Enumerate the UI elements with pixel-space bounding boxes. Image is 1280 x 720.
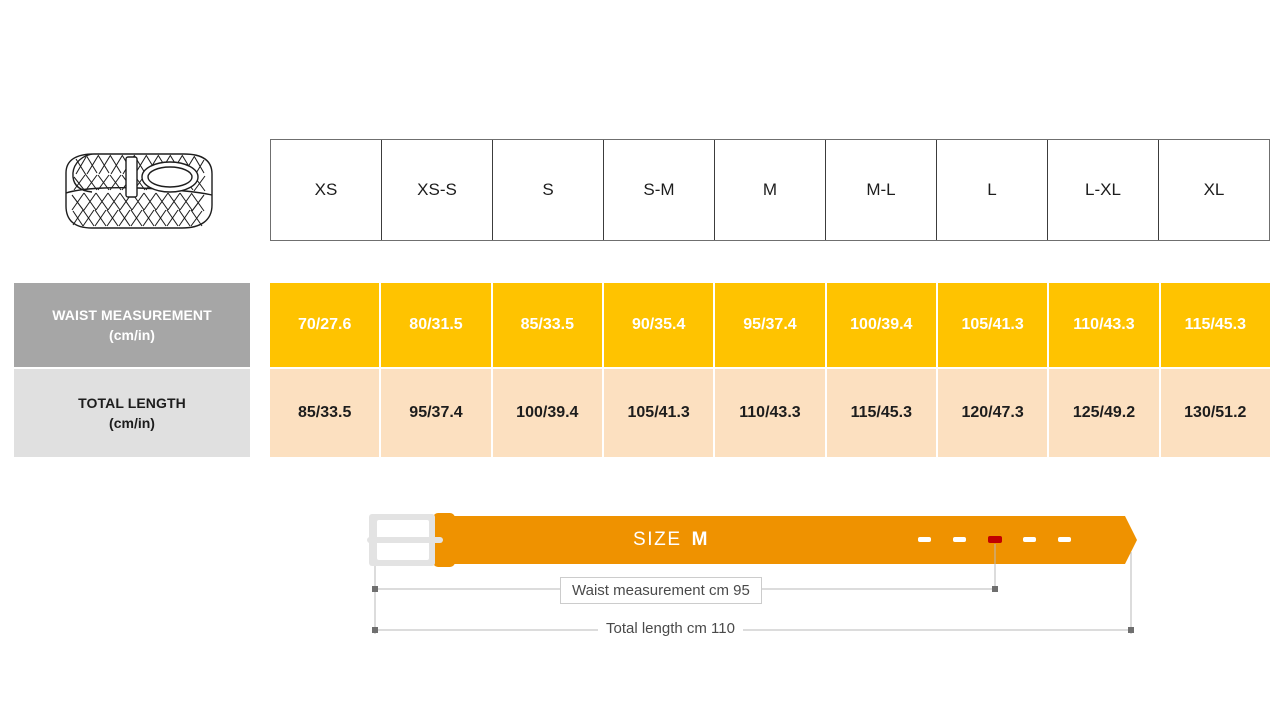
waist-value-cells: 70/27.6 80/31.5 85/33.5 90/35.4 95/37.4 … — [270, 283, 1270, 367]
size-header-cell: L-XL — [1048, 140, 1159, 240]
dimension-tick — [372, 627, 378, 633]
waist-measurement-label: WAIST MEASUREMENT (cm/in) — [14, 283, 250, 367]
waist-value-cell: 105/41.3 — [937, 283, 1050, 367]
total-label-line2: (cm/in) — [109, 415, 155, 431]
belt-hole-highlighted — [988, 536, 1002, 543]
waist-value-cell: 90/35.4 — [603, 283, 716, 367]
total-length-row: TOTAL LENGTH (cm/in) 85/33.5 95/37.4 100… — [0, 369, 1280, 457]
waist-value-cell: 85/33.5 — [492, 283, 604, 367]
total-value-cells: 85/33.5 95/37.4 100/39.4 105/41.3 110/43… — [270, 369, 1270, 457]
belt-measurement-diagram — [355, 500, 1155, 650]
belt-hole — [918, 537, 931, 542]
dimension-tick — [992, 586, 998, 592]
size-header-cell: L — [937, 140, 1048, 240]
size-header-cell: XL — [1203, 180, 1225, 199]
dimension-tick — [1128, 627, 1134, 633]
waist-value-cell: 70/27.6 — [270, 283, 382, 367]
size-header-cell: XS-S — [382, 140, 493, 240]
total-value-cell: 105/41.3 — [603, 369, 716, 457]
waist-dimension-label: Waist measurement cm 95 — [560, 577, 762, 604]
size-header-table: XS XS-S S S-M M M-L L L-XL XL — [270, 139, 1270, 241]
total-value-cell: 85/33.5 — [270, 369, 382, 457]
size-caption-value: M — [691, 529, 708, 550]
waist-value-cell: 110/43.3 — [1049, 283, 1161, 367]
total-value-cell: 115/45.3 — [826, 369, 938, 457]
waist-value-cell: 80/31.5 — [381, 283, 493, 367]
size-header-cell: M — [715, 140, 826, 240]
belt-keeper-loop — [433, 513, 455, 567]
total-value-cell: 100/39.4 — [492, 369, 604, 457]
size-caption-text: SIZE — [633, 529, 682, 550]
belt-hole — [1023, 537, 1036, 542]
total-label-line1: TOTAL LENGTH — [78, 394, 186, 411]
total-value-cell: 125/49.2 — [1049, 369, 1161, 457]
belt-hole — [953, 537, 966, 542]
waist-value-cell: 100/39.4 — [826, 283, 938, 367]
dimension-tick — [372, 586, 378, 592]
total-dimension-label: Total length cm 110 — [598, 618, 743, 639]
total-value-cell: 95/37.4 — [381, 369, 493, 457]
size-header-cell: M-L — [826, 140, 937, 240]
size-header-cell: S-M — [604, 140, 715, 240]
total-length-label: TOTAL LENGTH (cm/in) — [14, 369, 250, 457]
belt-size-caption: SIZE M — [633, 529, 707, 551]
size-header-cell: S — [493, 140, 604, 240]
total-value-cell: 120/47.3 — [937, 369, 1050, 457]
waist-value-cell: 115/45.3 — [1160, 283, 1270, 367]
total-value-cell: 110/43.3 — [715, 369, 827, 457]
belt-hole — [1058, 537, 1071, 542]
size-header-cell: XS — [271, 140, 382, 240]
buckle-prong — [367, 537, 443, 543]
waist-value-cell: 95/37.4 — [715, 283, 827, 367]
waist-label-line2: (cm/in) — [109, 327, 155, 343]
waist-measurement-row: WAIST MEASUREMENT (cm/in) 70/27.6 80/31.… — [0, 283, 1280, 367]
woven-belt-icon — [52, 143, 224, 241]
total-value-cell: 130/51.2 — [1160, 369, 1270, 457]
waist-label-line1: WAIST MEASUREMENT — [52, 306, 212, 323]
belt-strap — [433, 516, 1137, 564]
